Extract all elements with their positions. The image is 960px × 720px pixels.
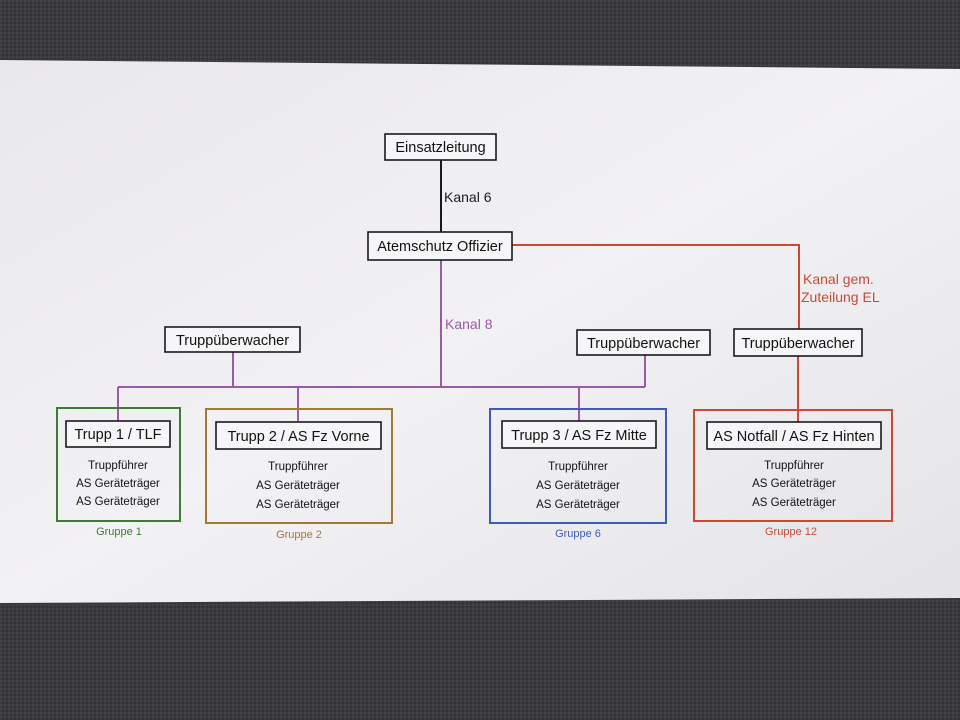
squad-4-title-box: [706, 421, 882, 450]
squad-1-group: Gruppe 1: [96, 526, 142, 538]
squad-3-group: Gruppe 6: [555, 528, 601, 540]
squad-3: Trupp 3 / AS Fz Mitte Truppführer AS Ger…: [489, 408, 667, 540]
kanal-gem-label-line1: Kanal gem.: [803, 271, 874, 287]
squad-4-role-1: Truppführer: [764, 460, 824, 472]
squad-1-role-1: Truppführer: [88, 460, 148, 472]
squad-1: Trupp 1 / TLF Truppführer AS Geräteträge…: [56, 407, 181, 538]
node-watcher-mid-label: Truppüberwacher: [587, 336, 700, 352]
node-watcher-left: [164, 326, 301, 353]
node-watcher-right: [733, 328, 863, 357]
node-watcher-left-label: Truppüberwacher: [176, 333, 289, 349]
squad-2-group: Gruppe 2: [276, 529, 322, 541]
squad-2: Trupp 2 / AS Fz Vorne Truppführer AS Ger…: [205, 408, 393, 541]
squad-3-title: Trupp 3 / AS Fz Mitte: [511, 428, 647, 444]
node-einsatzleitung: [384, 133, 497, 161]
squad-4-title: AS Notfall / AS Fz Hinten: [713, 429, 874, 445]
kanal-gem-label-line2: Zuteilung EL: [801, 289, 880, 305]
node-atemschutz-offizier: [367, 231, 513, 261]
kanal-8-label: Kanal 8: [445, 316, 493, 332]
squad-1-role-3: AS Geräteträger: [76, 496, 160, 508]
squad-2-title-box: [215, 421, 382, 450]
squad-4: AS Notfall / AS Fz Hinten Truppführer AS…: [693, 409, 893, 538]
kanal-6-label: Kanal 6: [444, 189, 492, 205]
squad-1-frame: [56, 407, 181, 522]
squad-3-role-3: AS Geräteträger: [536, 499, 620, 511]
squad-1-title: Trupp 1 / TLF: [74, 427, 161, 443]
node-einsatzleitung-label: Einsatzleitung: [395, 140, 485, 156]
node-watcher-right-label: Truppüberwacher: [741, 336, 854, 352]
squad-1-role-2: AS Geräteträger: [76, 478, 160, 490]
squad-2-frame: [205, 408, 393, 524]
squad-2-role-1: Truppführer: [268, 461, 328, 473]
paper-sheet: [0, 60, 960, 603]
squad-4-role-3: AS Geräteträger: [752, 497, 836, 509]
connector-lines: [117, 160, 800, 422]
squad-2-title: Trupp 2 / AS Fz Vorne: [227, 429, 369, 445]
squad-3-role-1: Truppführer: [548, 461, 608, 473]
node-atemschutz-offizier-label: Atemschutz Offizier: [377, 239, 503, 255]
squad-2-role-3: AS Geräteträger: [256, 499, 340, 511]
squad-2-role-2: AS Geräteträger: [256, 480, 340, 492]
squad-3-title-box: [501, 420, 657, 449]
squad-1-title-box: [65, 420, 171, 448]
squad-4-group: Gruppe 12: [765, 526, 817, 538]
squad-4-role-2: AS Geräteträger: [752, 478, 836, 490]
squad-3-role-2: AS Geräteträger: [536, 480, 620, 492]
squad-4-frame: [693, 409, 893, 522]
node-watcher-mid: [576, 329, 711, 356]
squad-3-frame: [489, 408, 667, 524]
line-kanal-gem: [512, 244, 800, 329]
